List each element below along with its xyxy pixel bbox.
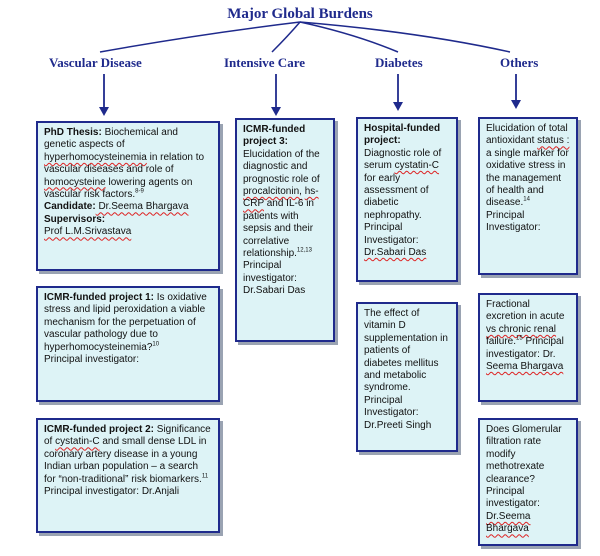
icmr-project-2-text: ICMR-funded project 2: Significance of c… [44, 424, 211, 485]
branch-line-intensive [271, 21, 301, 53]
category-others: Others [500, 55, 539, 70]
supervisors-line: Prof L.M.Srivastava [44, 226, 132, 238]
arrowhead-vascular [99, 107, 109, 116]
arrowhead-intensive [271, 107, 281, 116]
icmr-project-1-text: ICMR-funded project 1: Is oxidative stre… [44, 292, 207, 353]
icmr-project-2-box: ICMR-funded project 2: Significance of c… [36, 418, 220, 533]
supervisors-heading: Supervisors: [44, 213, 106, 225]
arrow-lines [103, 74, 517, 108]
category-intensive-care: Intensive Care [224, 55, 306, 70]
box-heading: PhD Thesis: [44, 127, 102, 138]
methotrexate-clearance-text: Does Glomerular filtration rate modify m… [486, 424, 562, 535]
fractional-excretion-text: Fractional excretion in acute vs chronic… [486, 299, 565, 373]
arrowheads [99, 100, 521, 116]
arrowhead-diabetes [393, 102, 403, 111]
arrowhead-others [511, 100, 521, 109]
phd-thesis-box: PhD Thesis: Biochemical and genetic aspe… [36, 121, 220, 271]
branch-lines [99, 21, 511, 53]
icmr-project-3-box: ICMR-funded project 3: Elucidation of th… [235, 118, 335, 342]
antioxidant-status-text: Elucidation of total antioxidant status … [486, 123, 570, 234]
fractional-excretion-box: Fractional excretion in acute vs chronic… [478, 293, 578, 402]
vitamin-d-project-box: The effect of vitamin D supplementation … [356, 302, 458, 452]
icmr-project-2-pi: Principal investigator: Dr.Anjali [44, 486, 180, 498]
hospital-funded-project-text: Hospital-funded project: Diagnostic role… [364, 123, 442, 259]
category-vascular-disease: Vascular Disease [49, 55, 142, 70]
category-diabetes: Diabetes [375, 55, 423, 70]
branch-line-diabetes [299, 21, 399, 53]
antioxidant-status-box: Elucidation of total antioxidant status … [478, 117, 578, 275]
diagram-title: Major Global Burdens [227, 6, 373, 22]
branch-line-vascular [99, 21, 301, 53]
branch-line-others [299, 21, 511, 53]
methotrexate-clearance-box: Does Glomerular filtration rate modify m… [478, 418, 578, 546]
icmr-project-3-text: ICMR-funded project 3: Elucidation of th… [243, 124, 320, 260]
phd-thesis-text: PhD Thesis: Biochemical and genetic aspe… [44, 127, 205, 201]
icmr-project-3-pi: Principal investigator: Dr.Sabari Das [243, 260, 306, 297]
candidate-line: Candidate: Dr.Seema Bhargava [44, 201, 189, 213]
hospital-funded-project-box: Hospital-funded project: Diagnostic role… [356, 117, 458, 282]
icmr-project-1-pi: Principal investigator: [44, 354, 140, 366]
icmr-project-1-box: ICMR-funded project 1: Is oxidative stre… [36, 286, 220, 402]
vitamin-d-project-text: The effect of vitamin D supplementation … [364, 308, 448, 431]
